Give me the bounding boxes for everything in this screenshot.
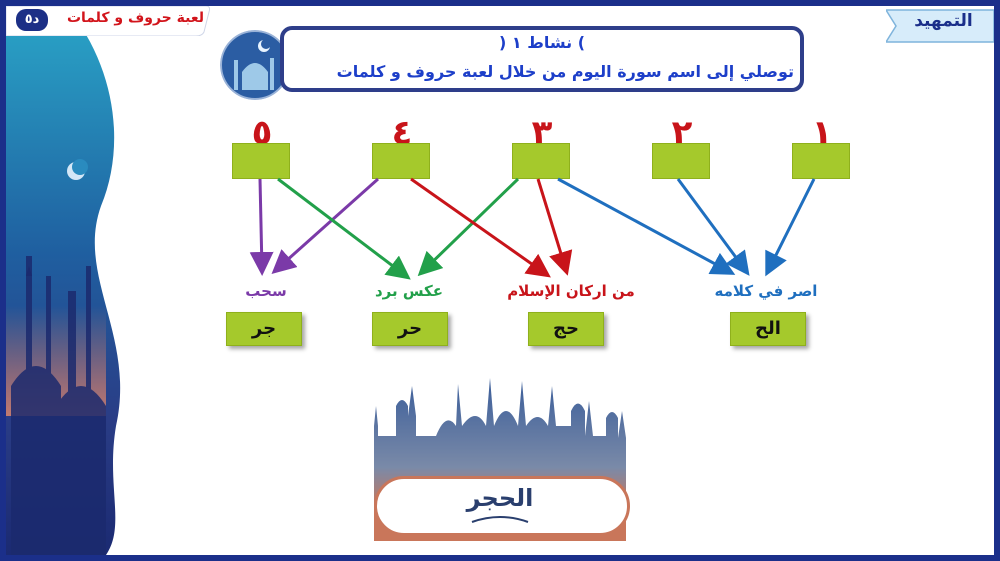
clue-4: سحب (245, 282, 287, 300)
letter-box-3[interactable] (512, 143, 570, 179)
clue-1: اصر في كلامه (714, 282, 818, 300)
arrow-3-blue (557, 177, 736, 275)
arrow-3-green (417, 177, 520, 277)
number-5: ٥ (251, 113, 273, 153)
arrow-4-purple (271, 177, 379, 274)
arrow-4-red (410, 177, 551, 278)
arrow-1-blue (765, 178, 816, 277)
calligraphy-text: الحجر (466, 484, 534, 512)
surah-calligraphy: الحجر (460, 464, 540, 534)
answer-box-4[interactable]: جر (226, 312, 302, 346)
arrow-2-blue (676, 178, 750, 276)
clue-3: عكس برد (374, 282, 444, 300)
slide-canvas: د٥ لعبة حروف و كلمات التمهيد (6, 6, 994, 555)
activity-title-text: نشاط ١ (511, 33, 573, 52)
activity-box: ) نشاط ١ ( توصلي إلى اسم سورة اليوم من خ… (280, 26, 804, 92)
number-3: ٣ (531, 113, 553, 153)
side-decoration (6, 6, 166, 555)
number-4: ٤ (391, 113, 413, 153)
letter-box-5[interactable] (232, 143, 290, 179)
activity-instruction: توصلي إلى اسم سورة اليوم من خلال لعبة حر… (336, 62, 794, 81)
section-label: التمهيد (914, 11, 973, 31)
lesson-tab: د٥ لعبة حروف و كلمات (6, 6, 211, 36)
letter-box-2[interactable] (652, 143, 710, 179)
activity-title: ) نشاط ١ ( (284, 33, 800, 52)
answer-box-3[interactable]: حر (372, 312, 448, 346)
letter-box-1[interactable] (792, 143, 850, 179)
lesson-badge: د٥ (16, 9, 48, 31)
number-1: ١ (811, 113, 833, 153)
ribbon-banner (886, 9, 994, 43)
arrow-5-green (277, 177, 411, 280)
arrow-3-red (536, 178, 573, 276)
answer-box-1[interactable]: الح (730, 312, 806, 346)
answer-box-2[interactable]: حج (528, 312, 604, 346)
mosque-moon-icon (220, 30, 290, 100)
paren-open: ( (498, 33, 507, 52)
paren-close: ) (577, 33, 586, 52)
number-2: ٢ (671, 113, 693, 153)
letter-box-4[interactable] (372, 143, 430, 179)
lesson-title: لعبة حروف و كلمات (66, 10, 204, 26)
clue-2: من اركان الإسلام (507, 282, 635, 300)
emblem-pill (374, 476, 630, 536)
arrow-5-purple (249, 178, 274, 276)
